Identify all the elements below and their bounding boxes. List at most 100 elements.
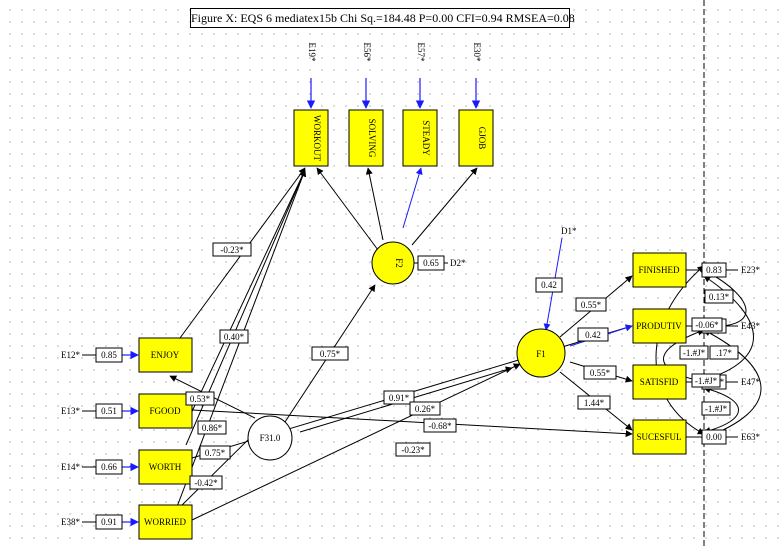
output-coef-value: 0.00 xyxy=(706,432,722,442)
indicator-label-workout: WORKOUT xyxy=(312,115,322,161)
path-f31-workout-down xyxy=(174,429,259,513)
indicator-box-gjob[interactable] xyxy=(458,109,494,167)
coef-box xyxy=(583,365,617,380)
coef-value: 0.40* xyxy=(224,332,245,342)
coef-value: -0.23* xyxy=(220,245,244,255)
input-coef-value: 0.51 xyxy=(101,406,117,416)
cov-box xyxy=(701,401,731,416)
coef-box xyxy=(199,445,231,460)
input-coef-value: 0.91 xyxy=(101,517,117,527)
path-worried-f1 xyxy=(191,363,521,521)
coef-box xyxy=(395,442,431,457)
indicator-box-workout[interactable] xyxy=(293,109,329,167)
indicator-box-solving[interactable] xyxy=(348,109,384,167)
input-error-label: E12* xyxy=(61,350,80,360)
coef-value: 0.53* xyxy=(190,394,211,404)
cov-value: -1.#J* xyxy=(695,376,718,386)
cov-box xyxy=(691,317,723,332)
output-coef-value: 0.83 xyxy=(706,265,722,275)
cov-box xyxy=(679,345,709,360)
factor-f1[interactable] xyxy=(516,328,566,378)
cov-value: .17* xyxy=(716,348,732,358)
cov-value: -1.#J* xyxy=(705,404,728,414)
input-coef-box xyxy=(95,347,123,363)
cov-curve-6 xyxy=(703,329,762,440)
coef-box xyxy=(197,420,227,435)
input-coef-value: 0.85 xyxy=(101,350,117,360)
path-f2-steady xyxy=(402,167,423,229)
cov-box xyxy=(691,373,721,388)
output-coef-box xyxy=(701,429,727,445)
indicator-box-steady[interactable] xyxy=(402,109,438,167)
indicator-error-label: E30* xyxy=(472,43,482,62)
factor-f31[interactable] xyxy=(247,415,293,461)
cov-value: 0.13* xyxy=(709,292,730,302)
output-box-finished[interactable] xyxy=(632,252,687,288)
input-error-label: E38* xyxy=(61,517,80,527)
output-box-produtiv[interactable] xyxy=(632,308,687,344)
input-label-enjoy: ENJOY xyxy=(151,350,180,360)
output-label-produtiv: PRODUTIV xyxy=(636,321,682,331)
cov-curve-5 xyxy=(703,386,739,434)
output-coef-box xyxy=(701,262,727,278)
coef-box xyxy=(423,418,457,433)
input-coef-box xyxy=(95,403,123,419)
input-coef-box xyxy=(95,514,123,530)
path-f2-gjob xyxy=(411,167,478,246)
input-box-enjoy[interactable] xyxy=(138,337,193,373)
input-box-worried[interactable] xyxy=(138,504,193,540)
coef-box xyxy=(383,390,415,405)
input-label-worth: WORTH xyxy=(149,462,182,472)
f1-coef-box xyxy=(535,277,563,293)
coef-box xyxy=(212,242,252,257)
input-coef-box xyxy=(95,459,123,475)
indicator-label-gjob: GJOB xyxy=(477,127,487,150)
input-box-worth[interactable] xyxy=(138,449,193,485)
coef-value: 0.86* xyxy=(202,423,223,433)
path-f2-solving xyxy=(365,167,384,241)
output-box-satisfid[interactable] xyxy=(632,364,687,400)
output-label-satisfid: SATISFID xyxy=(640,377,679,387)
coef-box xyxy=(189,475,223,490)
coef-value: -0.42* xyxy=(194,478,218,488)
coef-box xyxy=(311,346,349,361)
indicator-error-label: E56* xyxy=(362,43,372,62)
input-label-worried: WORRIED xyxy=(144,517,186,527)
cov-value: -1.#J* xyxy=(683,348,706,358)
output-box-sucesful[interactable] xyxy=(632,419,687,455)
indicator-label-steady: STEADY xyxy=(421,120,431,156)
cov-box xyxy=(704,289,734,304)
output-label-finished: FINISHED xyxy=(638,265,680,275)
coef-value: 0.26* xyxy=(415,404,436,414)
coef-box xyxy=(575,297,607,312)
factor-f2[interactable] xyxy=(371,241,415,285)
cov-value: -0.06* xyxy=(695,320,719,330)
f2-coef-value: 0.65 xyxy=(423,258,439,268)
coef-box xyxy=(185,391,215,406)
indicator-error-label: E19* xyxy=(307,43,317,62)
input-label-fgood: FGOOD xyxy=(149,406,181,416)
output-error-label: E43* xyxy=(741,321,760,331)
input-error-label: E13* xyxy=(61,406,80,416)
path-f2-workout xyxy=(316,167,379,251)
coef-value: 0.42 xyxy=(585,330,601,340)
coef-box xyxy=(577,327,609,342)
coef-value: -0.23* xyxy=(401,445,425,455)
path-fgood-workout xyxy=(187,169,306,421)
output-error-label: E23* xyxy=(741,265,760,275)
factor-label-f1: F1 xyxy=(536,349,546,359)
input-box-fgood[interactable] xyxy=(138,393,193,429)
coef-value: 0.55* xyxy=(581,300,602,310)
path-fgood-sucesful xyxy=(191,409,633,438)
indicator-error-label: E57* xyxy=(416,43,426,62)
coef-box xyxy=(219,329,249,344)
f1-disturbance-label: D1* xyxy=(561,226,577,236)
figure-title: Figure X: EQS 6 mediatex15b Chi Sq.=184.… xyxy=(190,8,575,28)
coef-box xyxy=(409,401,441,416)
cov-curve-4 xyxy=(663,328,705,385)
output-label-sucesful: SUCESFUL xyxy=(636,432,681,442)
factor-label-f31: F31.0 xyxy=(260,433,281,443)
coef-value: -0.68* xyxy=(428,421,452,431)
output-error-label: E47* xyxy=(741,377,760,387)
